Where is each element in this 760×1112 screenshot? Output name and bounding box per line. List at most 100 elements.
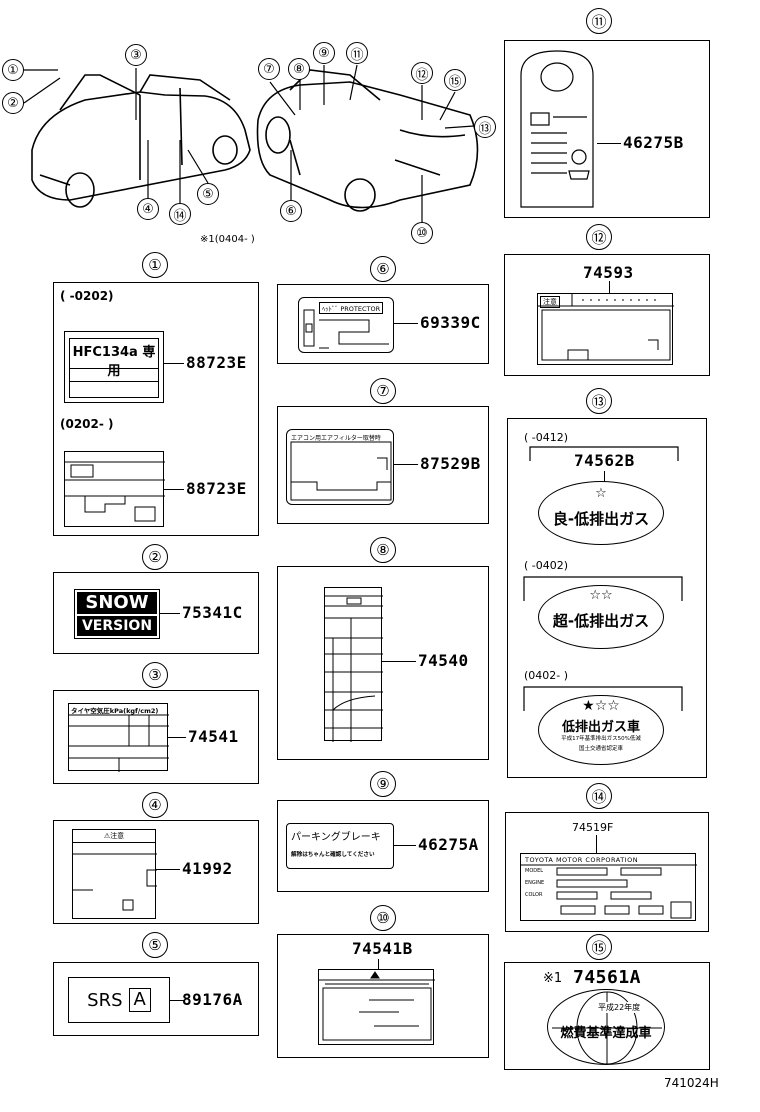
callout-10: ⑩ [411,222,433,244]
label-7-part: 87529B [420,454,481,473]
label-8-part: 74540 [418,651,469,670]
callout-15: ⑮ [444,69,466,91]
callout-2: ② [2,92,24,114]
label-15-panel: ※1 74561A 平成22年度 燃費基準達成車 [504,962,710,1070]
label-13-leader [604,471,606,485]
label-14-r2: ENGINE [525,880,545,886]
label-13-bracket-a [529,446,679,461]
label-11-panel: 46275B [504,40,710,218]
label-13b-stars: ☆☆ [589,588,613,603]
label-9-sticker: パーキングブレーキ 解除はちゃんと確認してください [286,823,394,869]
label-4-leader [156,869,180,871]
label-5-a: A [128,988,151,1012]
label-9-panel: パーキングブレーキ 解除はちゃんと確認してください 46275A [277,800,489,892]
label-11-leader [597,143,621,145]
label-6-panel: ﾍｯﾄﾞﾞ PROTECTOR 69339C [277,284,489,364]
label-14-r1: MODEL [525,868,544,874]
label-11-hanger [520,50,594,208]
label-14-title: ⑭ [586,783,612,809]
label-13-range-b: ( -0402) [524,559,569,572]
label-3-head: タイヤ空気圧kPa(kgf/cm2) [71,707,159,715]
label-13c-sticker: ★☆☆ 低排出ガス車 平成17年基準排出ガス50%低減 国土交通省認定車 [538,695,664,765]
label-14-leader [596,835,598,853]
label-13-bracket-b [523,576,683,601]
label-12-head: 注意 [540,296,560,308]
label-1a-sticker: HFC134a 専用 [64,331,164,403]
label-6-part: 69339C [420,313,481,332]
callout-7: ⑦ [258,58,280,80]
callout-5: ⑤ [197,183,219,205]
label-1-range-a: ( -0202) [60,289,114,303]
label-15-globe [552,991,662,1065]
label-13c-sub1: 平成17年基準排出ガス50%低減 [561,736,641,742]
label-1a-blank [69,368,159,398]
callout-1: ① [2,59,24,81]
label-6-drawing [303,309,389,349]
label-13b-text: 超-低排出ガス [552,612,650,630]
callout-3: ③ [125,44,147,66]
label-15-text2: 燃費基準達成車 [560,1026,652,1041]
label-2-sticker: SNOW VERSION [74,589,160,639]
label-13-part-a: 74562B [574,451,635,470]
label-7-head: エアコン用エアフィルター取替時 [291,435,381,442]
label-9-line1: パーキングブレーキ [291,832,381,843]
label-3-sticker: タイヤ空気圧kPa(kgf/cm2) [68,703,169,772]
callout-11: ⑪ [346,42,368,64]
label-14-maker: TOYOTA MOTOR CORPORATION [525,856,639,864]
label-12-panel: 74593 注意 [504,254,710,376]
label-12-leader [609,281,611,293]
label-13a-text: 良-低排出ガス [552,510,650,528]
label-10-part: 74541B [352,939,413,958]
label-12-drawing [538,294,674,361]
label-15-note: ※1 [543,971,563,986]
label-6-sticker: ﾍｯﾄﾞﾞ PROTECTOR [298,297,394,353]
callout-9: ⑨ [313,42,335,64]
label-10-drawing [319,971,435,1041]
label-10-sticker [318,969,435,1045]
label-13b-sticker: ☆☆ 超-低排出ガス [538,585,664,649]
label-15-sticker: 平成22年度 燃費基準達成車 [547,989,665,1065]
label-15-text1: 平成22年度 [598,1002,641,1013]
label-13a-sticker: ☆ 良-低排出ガス [538,481,664,545]
label-13c-text: 低排出ガス車 [561,720,640,735]
label-4-head: ⚠注意 [73,830,155,843]
label-6-leader [394,323,418,325]
label-4-panel: ⚠注意 41992 [53,820,259,924]
callout-14: ⑭ [169,203,191,225]
label-1a-leader [164,363,184,365]
label-4-sticker: ⚠注意 [72,829,157,919]
car-front-illustration [23,64,479,222]
label-1a-part: 88723E [186,353,247,372]
label-14-sticker: TOYOTA MOTOR CORPORATION MODEL ENGINE CO… [520,853,697,921]
label-1-title: ① [142,252,168,278]
label-10-title: ⑩ [370,905,396,931]
label-1-range-b: (0202- ) [60,417,114,431]
label-11-part: 46275B [623,133,684,152]
callout-13: ⑬ [474,116,496,138]
label-5-panel: SRS A 89176A [53,962,259,1036]
label-4-part: 41992 [182,859,233,878]
label-7-leader [394,464,418,466]
label-4-drawing [73,853,157,911]
label-5-title: ⑤ [142,932,168,958]
label-13-panel: ( -0412) 74562B ☆ 良-低排出ガス ( -0402) ☆☆ 超-… [507,418,707,778]
label-3-grid [69,714,169,772]
label-2-line2: VERSION [77,616,157,636]
callout-8: ⑧ [288,58,310,80]
label-13-range-a: ( -0412) [524,431,569,444]
label-13c-stars: ★☆☆ [582,698,620,714]
label-1b-part: 88723E [186,479,247,498]
label-14-part: 74519F [572,821,614,834]
label-2-part: 75341C [182,603,243,622]
label-1-panel: ( -0202) HFC134a 専用 88723E (0202- ) 8872… [53,282,259,536]
label-9-leader [394,845,416,847]
label-8-sticker [324,587,383,742]
label-9-title: ⑨ [370,771,396,797]
label-3-panel: タイヤ空気圧kPa(kgf/cm2) 74541 [53,690,259,784]
label-8-grid [325,595,383,742]
label-15-part: 74561A [573,967,642,988]
label-14-drawing [521,864,697,919]
label-2-title: ② [142,544,168,570]
label-2-panel: SNOW VERSION 75341C [53,572,259,654]
label-12-title: ⑫ [586,224,612,250]
